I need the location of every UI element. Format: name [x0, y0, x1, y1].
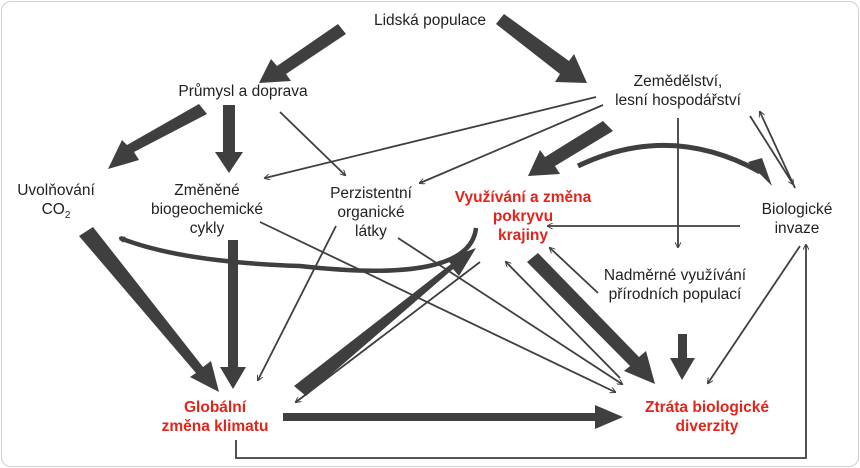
arrow-invasions-biodiversity: [708, 245, 801, 383]
node-biodiversity: Ztráta biologické diverzity: [644, 399, 770, 435]
thin-arrows: [235, 96, 806, 459]
arrow-agriculture-cycles: [265, 96, 597, 178]
arrow-pollutants-biodiversity: [397, 237, 622, 384]
arrow-landuse-climate: [296, 261, 481, 402]
arrow-population-agriculture: [496, 14, 587, 83]
arrow-industry-co2: [108, 104, 207, 169]
arrow-overexploit-biodiversity: [670, 334, 695, 380]
node-overexploit: Nadměrné využívání přírodních populací: [603, 267, 747, 303]
arrow-population-industry: [259, 24, 346, 83]
node-landuse: Využívání a změna pokryvu krajiny: [454, 189, 592, 244]
node-industry: Průmysl a doprava: [178, 83, 308, 100]
arrow-industry-cycles: [215, 105, 243, 173]
arrow-industry-pollutants: [279, 111, 345, 175]
arrow-overexploit-landuse: [550, 248, 599, 294]
arrow-agriculture-invasions: [749, 115, 793, 184]
node-pollutants: Perzistentní organické látky: [330, 185, 412, 240]
arrow-cycles-climate: [220, 240, 246, 389]
arrow-agriculture-invasions-curve: [576, 142, 762, 175]
node-cycles: Změněné biogeochemické cykly: [150, 182, 264, 237]
arrow-landuse-co2-curve: [120, 227, 479, 273]
arrow-agriculture-pollutants: [420, 104, 604, 183]
node-co2: Uvolňování CO2: [17, 182, 95, 222]
arrow-climate-landuse: [294, 248, 476, 396]
arrow-agriculture-invasions-head: [748, 158, 772, 186]
curved-arrows: [120, 142, 772, 273]
thick-arrows: [79, 14, 695, 429]
arrow-pollutants-climate: [258, 225, 337, 380]
node-climate: Globální změna klimatu: [161, 399, 269, 435]
arrow-biodiversity-landuse: [506, 262, 621, 379]
arrow-co2-climate: [79, 227, 219, 392]
node-invasions: Biologické invaze: [761, 201, 833, 237]
arrow-landuse-biodiversity: [527, 253, 655, 384]
arrow-agriculture-landuse: [528, 121, 613, 176]
arrow-invasions-agriculture: [760, 112, 796, 189]
arrow-climate-invasions-loop: [235, 245, 806, 459]
node-population: Lidská populace: [373, 12, 487, 29]
arrow-cycles-biodiversity: [259, 221, 615, 392]
node-agriculture: Zemědělství, lesní hospodářství: [615, 73, 741, 109]
arrow-climate-biodiversity: [283, 405, 623, 429]
